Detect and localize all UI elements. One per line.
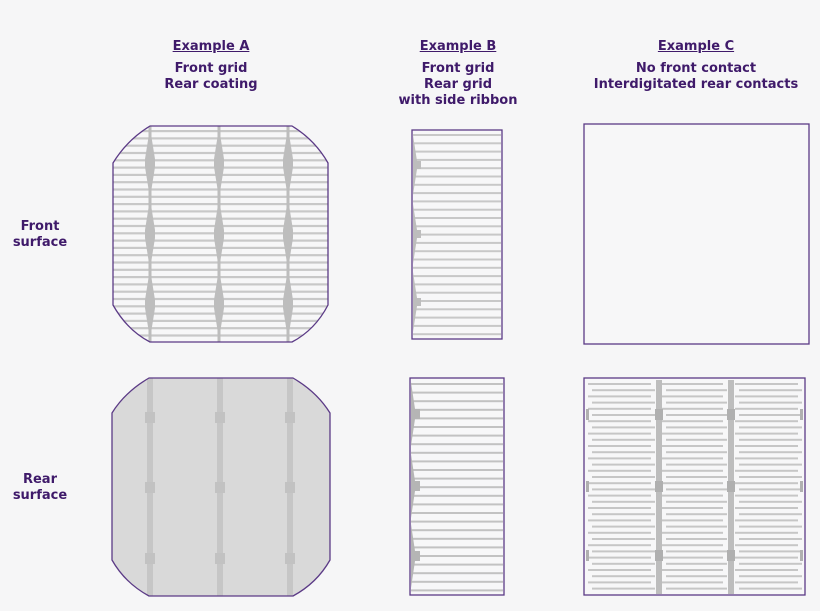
example-a-title: Example A bbox=[172, 39, 250, 54]
interdigitated-rear-contacts bbox=[586, 380, 803, 594]
example-a-desc-1: Front grid bbox=[174, 61, 248, 76]
example-c-front-cell bbox=[583, 123, 810, 345]
example-b-desc-3: with side ribbon bbox=[398, 93, 518, 108]
rear-label-line1: Rear bbox=[22, 472, 57, 487]
example-c-title: Example C bbox=[657, 39, 735, 54]
rear-coating-busbars bbox=[145, 378, 295, 596]
rear-surface-label: Rear surface bbox=[0, 472, 80, 504]
example-b-desc-1: Front grid bbox=[421, 61, 495, 76]
example-a-header: Example A Front grid Rear coating bbox=[131, 39, 291, 93]
front-grid-busbars bbox=[145, 126, 293, 342]
example-c-header: Example C No front contact Interdigitate… bbox=[576, 39, 816, 93]
front-label-line2: surface bbox=[12, 235, 68, 250]
example-c-rear-cell bbox=[583, 377, 806, 596]
example-c-desc-1: No front contact bbox=[635, 61, 757, 76]
example-a-desc-2: Rear coating bbox=[164, 77, 258, 92]
example-a-rear-cell bbox=[111, 377, 331, 597]
front-label-line1: Front bbox=[20, 219, 60, 234]
example-b-rear-grid bbox=[411, 382, 503, 592]
example-b-rear-cell bbox=[409, 377, 505, 596]
front-surface-label: Front surface bbox=[0, 219, 80, 251]
rear-label-line2: surface bbox=[12, 488, 68, 503]
example-c-desc-2: Interdigitated rear contacts bbox=[593, 77, 799, 92]
example-b-front-grid bbox=[413, 134, 501, 336]
example-b-title: Example B bbox=[419, 39, 497, 54]
example-b-front-cell bbox=[411, 129, 503, 340]
example-b-desc-2: Rear grid bbox=[423, 77, 492, 92]
example-b-header: Example B Front grid Rear grid with side… bbox=[378, 39, 538, 109]
example-a-front-cell bbox=[112, 125, 329, 343]
